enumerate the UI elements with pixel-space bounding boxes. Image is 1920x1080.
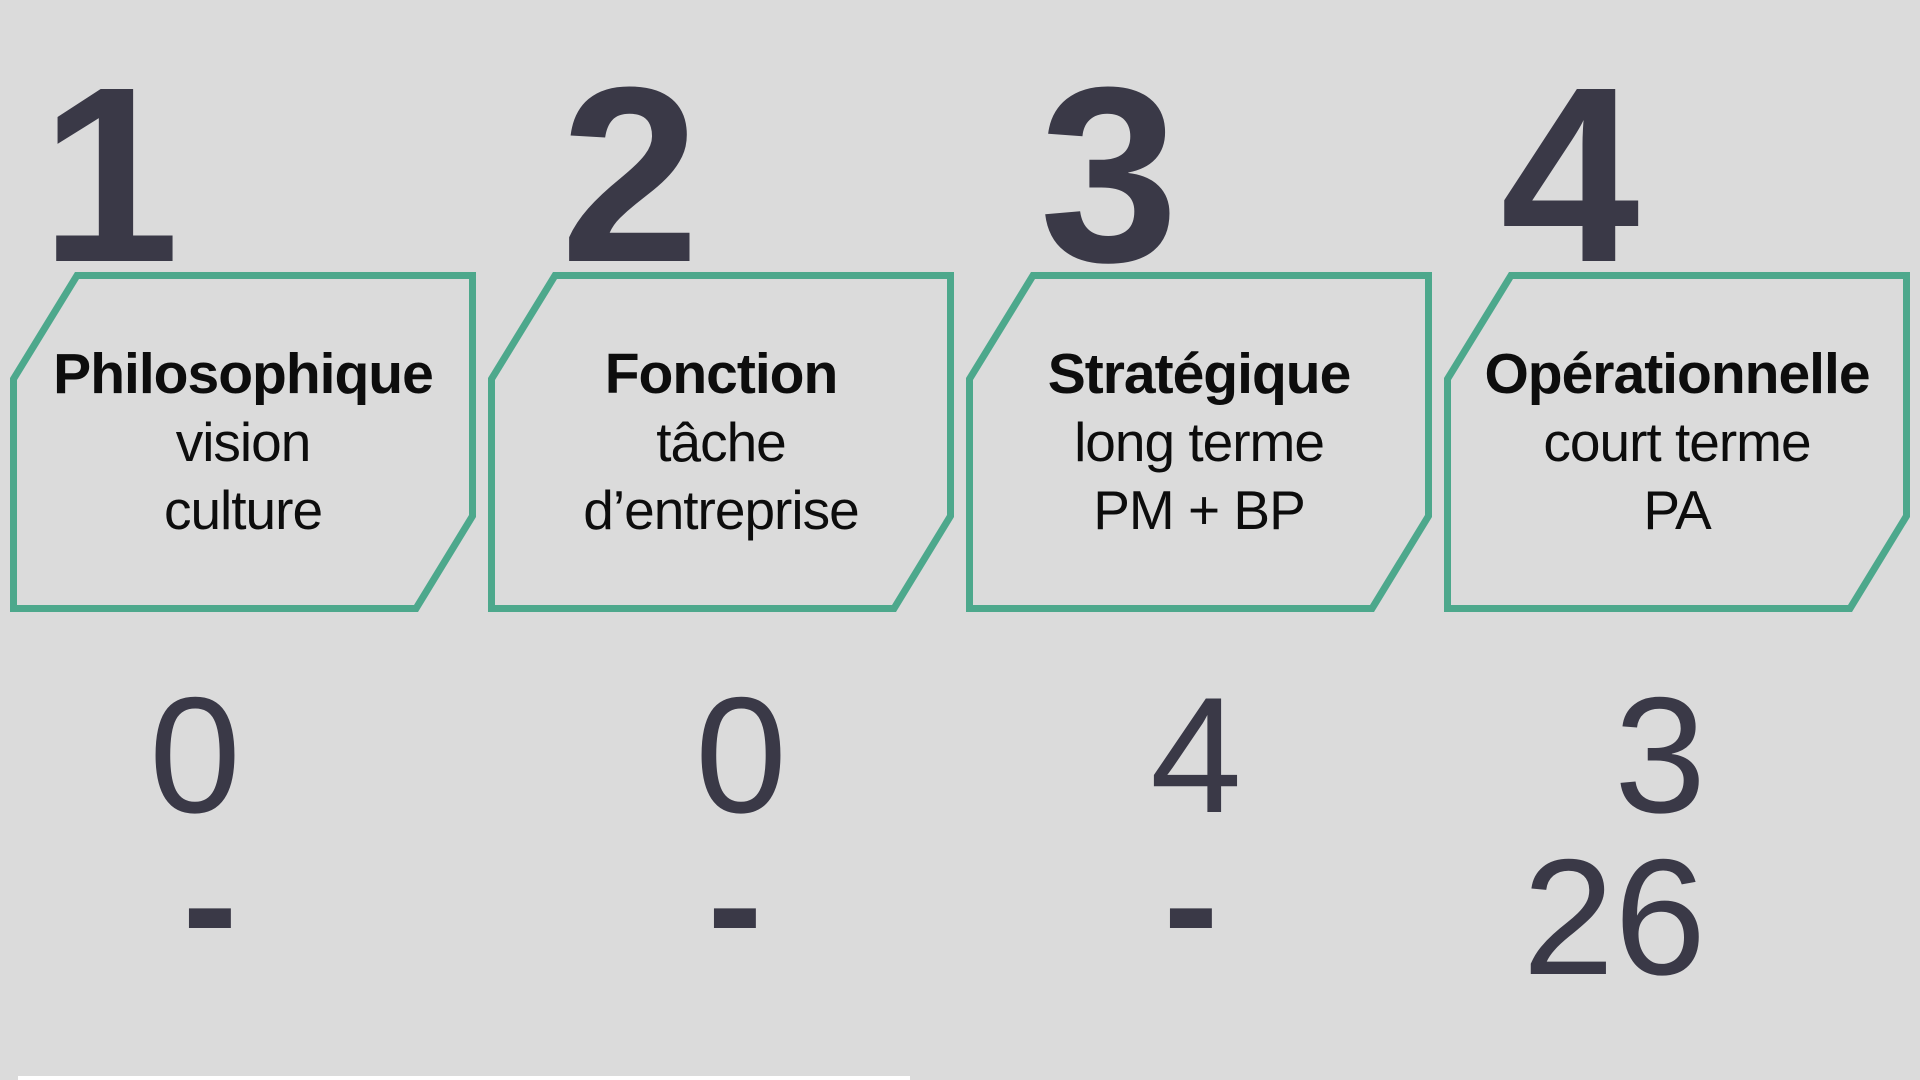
step-number-3: 3 — [1039, 35, 1179, 314]
step-number-2: 2 — [560, 35, 700, 314]
sub-philosophique: - — [182, 812, 238, 996]
count-strategique: 4 — [1150, 663, 1242, 847]
box-strategique-line-1: long terme — [1074, 411, 1324, 473]
box-operationnelle-line-2: PA — [1643, 479, 1711, 541]
sub-fonction: - — [707, 812, 763, 996]
box-philosophique-fill — [17, 279, 469, 605]
box-fonction-fill — [495, 279, 947, 605]
bottom-edge-strip — [18, 1076, 910, 1080]
sub-operationnelle: 26 — [1522, 825, 1706, 1009]
box-strategique-title: Stratégique — [1047, 342, 1351, 406]
box-operationnelle-line-1: court terme — [1543, 411, 1811, 473]
box-fonction: Fonction tâche d’entreprise — [488, 272, 954, 612]
box-strategique: Stratégique long terme PM + BP — [966, 272, 1432, 612]
step-number-1: 1 — [40, 35, 180, 314]
box-strategique-line-2: PM + BP — [1093, 479, 1305, 541]
box-operationnelle-fill — [1451, 279, 1903, 605]
box-strategique-fill — [973, 279, 1425, 605]
box-philosophique-line-1: vision — [175, 411, 311, 473]
box-philosophique-line-2: culture — [163, 479, 323, 541]
sub-strategique: - — [1163, 812, 1219, 996]
box-fonction-line-1: tâche — [656, 411, 786, 473]
box-philosophique-title: Philosophique — [53, 342, 433, 406]
box-philosophique: Philosophique vision culture — [10, 272, 476, 612]
count-fonction: 0 — [695, 663, 787, 847]
box-fonction-title: Fonction — [604, 342, 838, 406]
count-philosophique: 0 — [149, 663, 241, 847]
step-number-4: 4 — [1500, 35, 1640, 314]
count-operationnelle: 3 — [1614, 663, 1706, 847]
box-fonction-line-2: d’entreprise — [583, 479, 859, 541]
box-operationnelle: Opérationnelle court terme PA — [1444, 272, 1910, 612]
box-operationnelle-title: Opérationnelle — [1484, 342, 1870, 406]
